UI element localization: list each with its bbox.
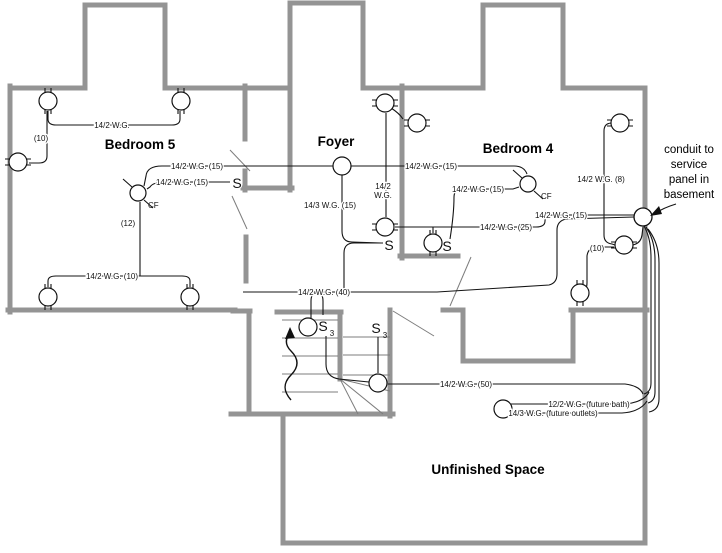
room-title-bedroom5: Bedroom 5 — [105, 137, 176, 152]
three-way-switch-subscript: 3 — [383, 331, 388, 340]
wire-8-run — [603, 122, 618, 246]
switch-symbol: S — [384, 237, 393, 253]
three-way-switch-symbol: S — [371, 320, 380, 336]
wire-label: (12) — [121, 219, 136, 228]
wire-label: (10) — [590, 244, 605, 253]
room-titles: Bedroom 5 Foyer Bedroom 4 Unfinished Spa… — [105, 134, 554, 477]
wire-outlet-to-junction — [632, 226, 644, 246]
wire-label: 14/2 W.G. (15) — [405, 162, 457, 171]
wire-foyer-light-to-fan — [143, 165, 333, 187]
stair-winder — [339, 378, 359, 415]
wire-label: 14/3 W.G. (future outlets) — [508, 409, 598, 418]
wire-40-run — [243, 216, 635, 293]
up-arrow-head — [285, 327, 295, 339]
ceiling-light-symbol — [332, 156, 352, 176]
duplex-outlet-symbol — [423, 229, 443, 257]
wire-labels: 14/2 W.G. (10) 14/2 W.G. (15) 14/2 W.G. … — [33, 120, 632, 420]
duplex-outlet-symbol — [171, 87, 191, 115]
door-swing-stairs — [392, 310, 435, 337]
ceiling-light-symbol — [298, 317, 318, 337]
up-arrow-wavy-line — [284, 332, 298, 401]
ceiling-light-symbol — [368, 373, 388, 393]
duplex-outlet-symbol — [371, 217, 399, 237]
walls — [5, 0, 650, 546]
conduit-note-line: basement — [664, 189, 715, 201]
wire-future-outlets — [510, 400, 648, 414]
wire-bedroom5-bottom-outlets — [47, 275, 191, 287]
wire-future-bath — [509, 391, 650, 405]
room-title-unfinished: Unfinished Space — [431, 462, 545, 477]
conduit-drop-1 — [643, 225, 652, 395]
wall-unfinished-north-bay — [440, 307, 576, 364]
three-way-switch-subscript: 3 — [330, 329, 335, 338]
conduit-note-line: panel in — [669, 174, 709, 186]
wire-foyer-to-bedroom4-fan — [351, 165, 528, 175]
conduit-drop-2 — [645, 226, 656, 404]
wire-stair-switch-left — [325, 336, 370, 383]
switch-symbols: S S S S 3 S 3 — [231, 174, 452, 340]
conduit-note-line: service — [671, 159, 707, 171]
three-way-switch-symbol: S — [318, 318, 327, 334]
wire-label: 14/2 W.G. (15) — [156, 178, 208, 187]
light-symbols — [298, 156, 653, 419]
note-arrow-head — [650, 206, 662, 216]
duplex-outlet-symbol — [606, 113, 634, 133]
room-title-foyer: Foyer — [318, 134, 356, 149]
duplex-outlet-symbol — [403, 113, 431, 133]
door-swings — [229, 149, 472, 337]
wire-bedroom4-switch-leg — [449, 186, 520, 240]
conduit-note-line: conduit to — [664, 144, 714, 156]
fan-labels: CF CF — [148, 192, 552, 210]
wire-label: 14/2 W.G. (8) — [577, 175, 625, 184]
duplex-outlet-symbol — [38, 87, 58, 115]
wire-label: 14/2 W.G. — [94, 121, 130, 130]
duplex-outlet-symbol — [610, 235, 638, 255]
wire-50-run — [388, 383, 644, 395]
wire-label: 14/2 W.G. (15) — [171, 162, 223, 171]
wire-bedroom5-top-outlets — [47, 111, 181, 126]
conduit-drop-3 — [647, 228, 660, 413]
door-swing-bedroom4 — [449, 256, 472, 307]
ceiling-fan-label: CF — [148, 201, 159, 210]
ceiling-fan-symbol — [512, 169, 544, 200]
wiring — [29, 107, 660, 414]
wire-label: (10) — [34, 134, 49, 143]
wire-25-run — [395, 214, 634, 228]
wire-label: 14/2 — [375, 182, 391, 191]
wire-foyer-switch-to-40 — [343, 242, 383, 291]
stairs-up-arrow — [284, 327, 298, 401]
wire-label: 14/2 W.G. (15) — [452, 185, 504, 194]
wire-label: 14/2 W.G. (40) — [298, 288, 350, 297]
duplex-outlet-symbol — [570, 279, 590, 307]
room-title-bedroom4: Bedroom 4 — [483, 141, 554, 156]
duplex-outlet-symbol — [371, 93, 399, 113]
switch-symbol: S — [442, 238, 451, 254]
door-swing-bedroom5-closet-upper — [229, 149, 251, 172]
wire-label: 14/2 W.G. (15) — [535, 211, 587, 220]
duplex-outlet-symbol — [180, 283, 200, 311]
ceiling-fan-label: CF — [541, 192, 552, 201]
wire-bedroom5-left-run — [29, 111, 48, 164]
wire-stair-light-loop — [310, 292, 324, 318]
note-arrow — [650, 203, 677, 216]
conduit-junction-symbol — [633, 207, 653, 227]
wire-label: 14/2 W.G. (25) — [480, 223, 532, 232]
door-swing-bedroom5-closet-lower — [231, 195, 248, 230]
duplex-outlet-symbol — [38, 283, 58, 311]
wire-10-run-bedroom4 — [581, 246, 614, 293]
wire-label: W.G. — [374, 191, 392, 200]
wall-outer-outline — [7, 0, 648, 546]
wire-label: 14/2 W.G. (50) — [440, 380, 492, 389]
switch-symbol: S — [232, 175, 241, 191]
conduit-note: conduit to service panel in basement — [664, 144, 715, 201]
wire-label: 14/2 W.G. (10) — [86, 272, 138, 281]
stair-winder — [339, 378, 384, 415]
wire-label: 14/3 W.G. (15) — [304, 201, 356, 210]
wire-foyer-light-to-switch — [341, 175, 382, 244]
wire-fan-to-switch — [146, 181, 230, 190]
wire-label: 12/2 W.G. (future bath) — [548, 400, 630, 409]
